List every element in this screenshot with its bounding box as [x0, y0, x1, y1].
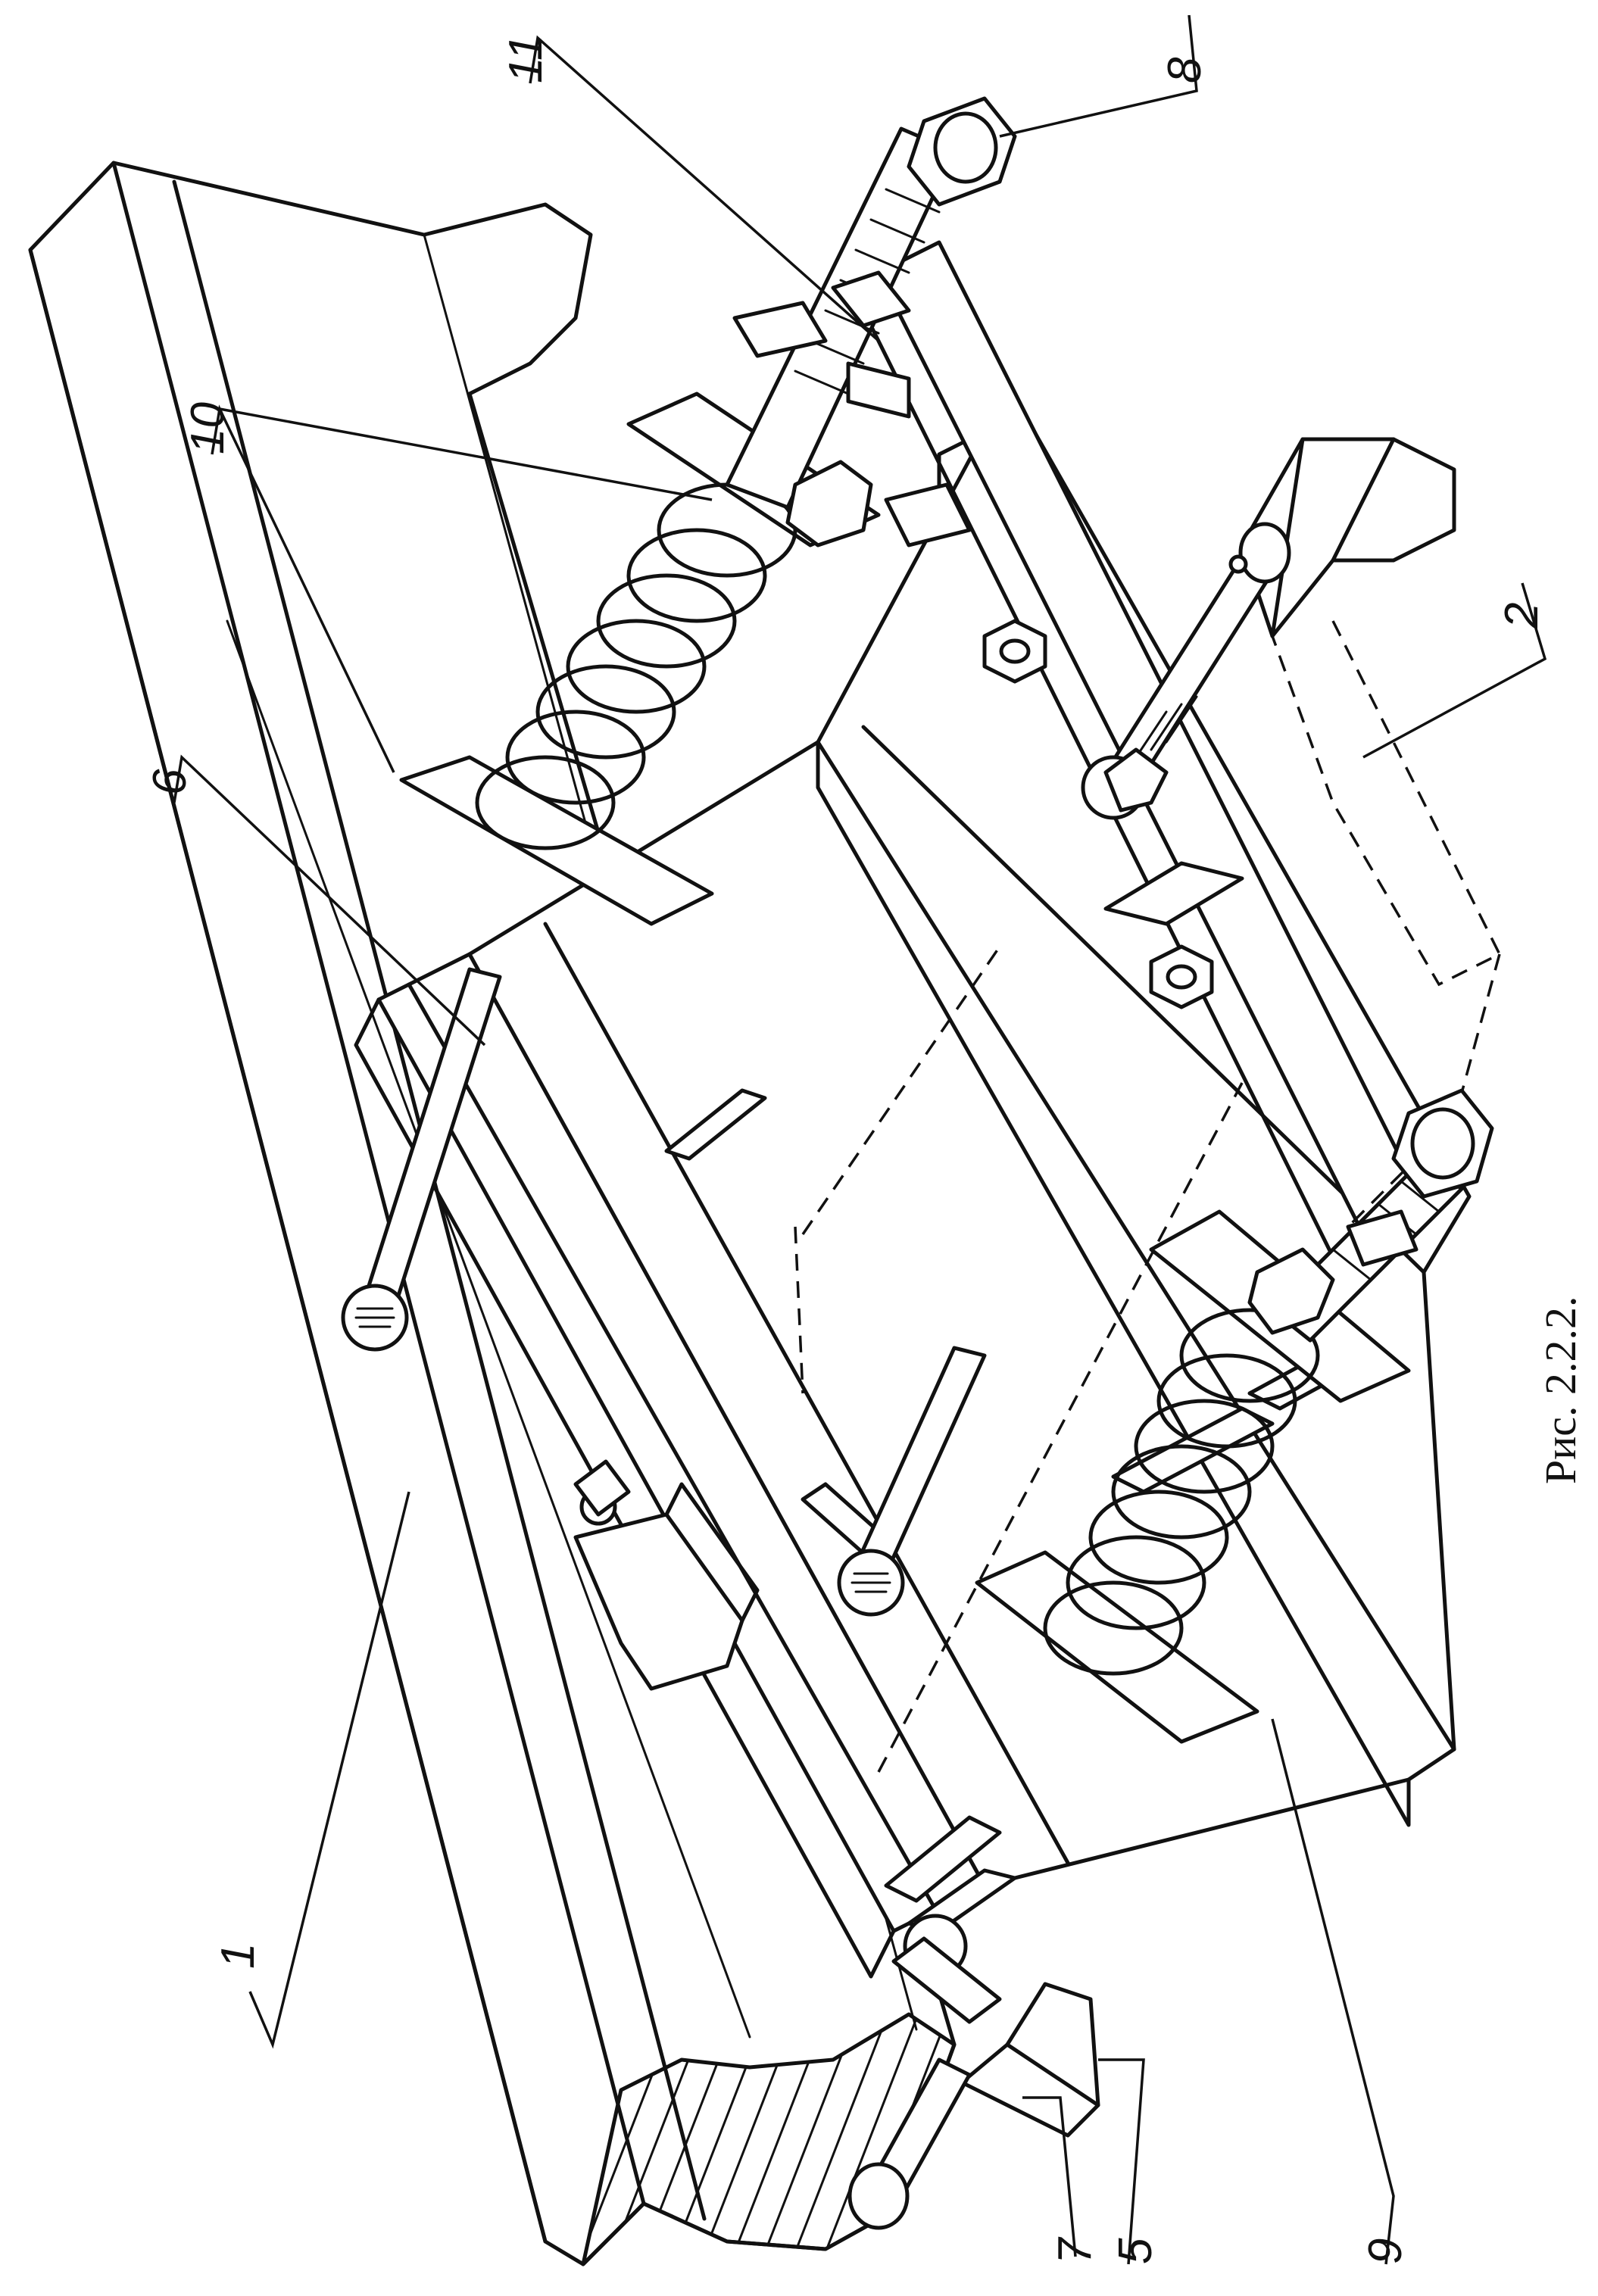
spring-assembly-front	[847, 1936, 1100, 2230]
guide-box	[794, 437, 1502, 1773]
callout-8: 8	[1159, 57, 1211, 83]
bolt-heads	[982, 619, 1214, 1009]
callout-5: 5	[1110, 2238, 1162, 2264]
callout-10: 10	[182, 402, 234, 454]
spring-coils-lower	[1043, 1308, 1320, 1676]
leader-1	[248, 1491, 410, 2049]
leader-8	[999, 14, 1198, 138]
callout-2: 2	[1496, 603, 1548, 629]
leader-5	[1098, 2058, 1145, 2265]
spring-assembly-upper	[399, 96, 1017, 926]
tie-rods	[341, 967, 1017, 1979]
figure-caption: Рис. 2.2.2.	[1536, 1296, 1585, 1484]
leader-lines	[173, 14, 1547, 2265]
leader-7	[1022, 2096, 1077, 2257]
leader-10b	[219, 407, 713, 501]
leader-6	[173, 754, 486, 1047]
leader-9	[1271, 1718, 1395, 2265]
callout-1: 1	[212, 1943, 264, 1969]
spring-assembly-lower	[975, 1088, 1494, 1744]
rail-clamp	[573, 1459, 760, 1691]
callout-7: 7	[1049, 2236, 1101, 2264]
callout-labels: 1 2 5 6 7 8 9 10 11	[144, 35, 1548, 2264]
callout-9: 9	[1359, 2238, 1412, 2264]
callout-11: 11	[500, 35, 552, 83]
leader-11	[529, 35, 880, 342]
leader-2	[1362, 582, 1547, 759]
callout-6: 6	[144, 769, 196, 795]
